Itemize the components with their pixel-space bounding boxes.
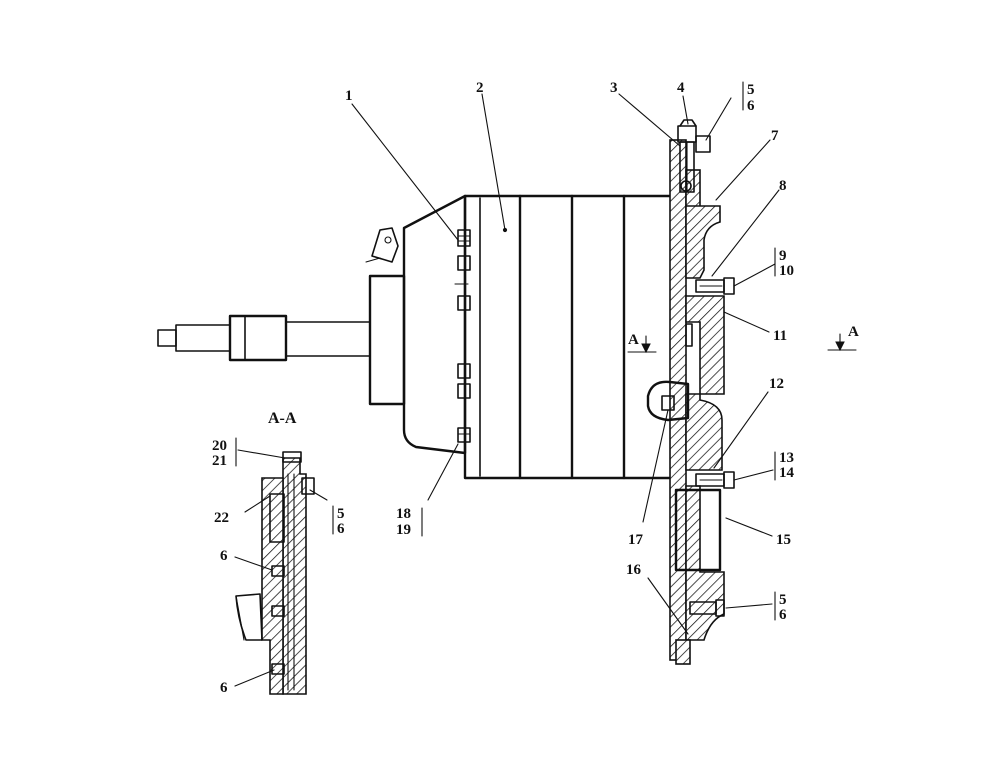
callout-11: 11 xyxy=(773,328,787,344)
bearing-housing xyxy=(368,274,406,406)
callout-16: 16 xyxy=(626,562,642,578)
leader-lines xyxy=(234,81,780,687)
end-cap-fasteners xyxy=(454,229,471,443)
callout-5-top: 5 xyxy=(747,82,755,98)
section-title: A-A xyxy=(268,410,297,427)
callout-10: 10 xyxy=(779,263,794,279)
section-marker-right: A xyxy=(827,324,859,352)
flange-bolt-middle xyxy=(695,471,735,489)
stator-body xyxy=(463,194,677,480)
callout-14: 14 xyxy=(779,465,795,481)
callout-9: 9 xyxy=(779,248,787,264)
callout-21: 21 xyxy=(212,453,227,469)
callout-13: 13 xyxy=(779,450,794,466)
callout-6-bottom: 6 xyxy=(779,607,787,623)
callout-17: 17 xyxy=(628,532,644,548)
top-bolt xyxy=(677,119,711,193)
section-marker-left-label: A xyxy=(628,332,639,348)
callout-3: 3 xyxy=(610,80,618,96)
flange-bolt-upper xyxy=(695,277,735,295)
callout-22: 22 xyxy=(214,510,229,526)
callout-5-section: 5 xyxy=(337,506,345,522)
section-marker-right-label: A xyxy=(848,324,859,340)
callout-labels: 1 2 3 4 5 6 7 8 9 10 11 12 13 14 15 16 1… xyxy=(212,80,795,696)
callout-6-section: 6 xyxy=(337,521,345,537)
section-view xyxy=(235,451,315,695)
callout-20: 20 xyxy=(212,438,227,454)
flange-bolt-lower xyxy=(689,599,725,617)
callout-19: 19 xyxy=(396,522,411,538)
callout-4: 4 xyxy=(677,80,685,96)
callout-8: 8 xyxy=(779,178,787,194)
mounting-flange xyxy=(669,139,725,665)
callout-12: 12 xyxy=(769,376,784,392)
callout-7: 7 xyxy=(771,128,779,144)
callout-6-top: 6 xyxy=(747,98,755,114)
callout-15: 15 xyxy=(776,532,791,548)
callout-1: 1 xyxy=(345,88,353,104)
front-end-cap xyxy=(365,194,467,455)
shaft xyxy=(157,314,371,362)
callout-6-section-low: 6 xyxy=(220,680,228,696)
section-marker-left: A xyxy=(627,332,657,354)
callout-5-bottom: 5 xyxy=(779,592,787,608)
callout-18: 18 xyxy=(396,506,411,522)
callout-2: 2 xyxy=(476,80,484,96)
callout-6-section-mid: 6 xyxy=(220,548,228,564)
